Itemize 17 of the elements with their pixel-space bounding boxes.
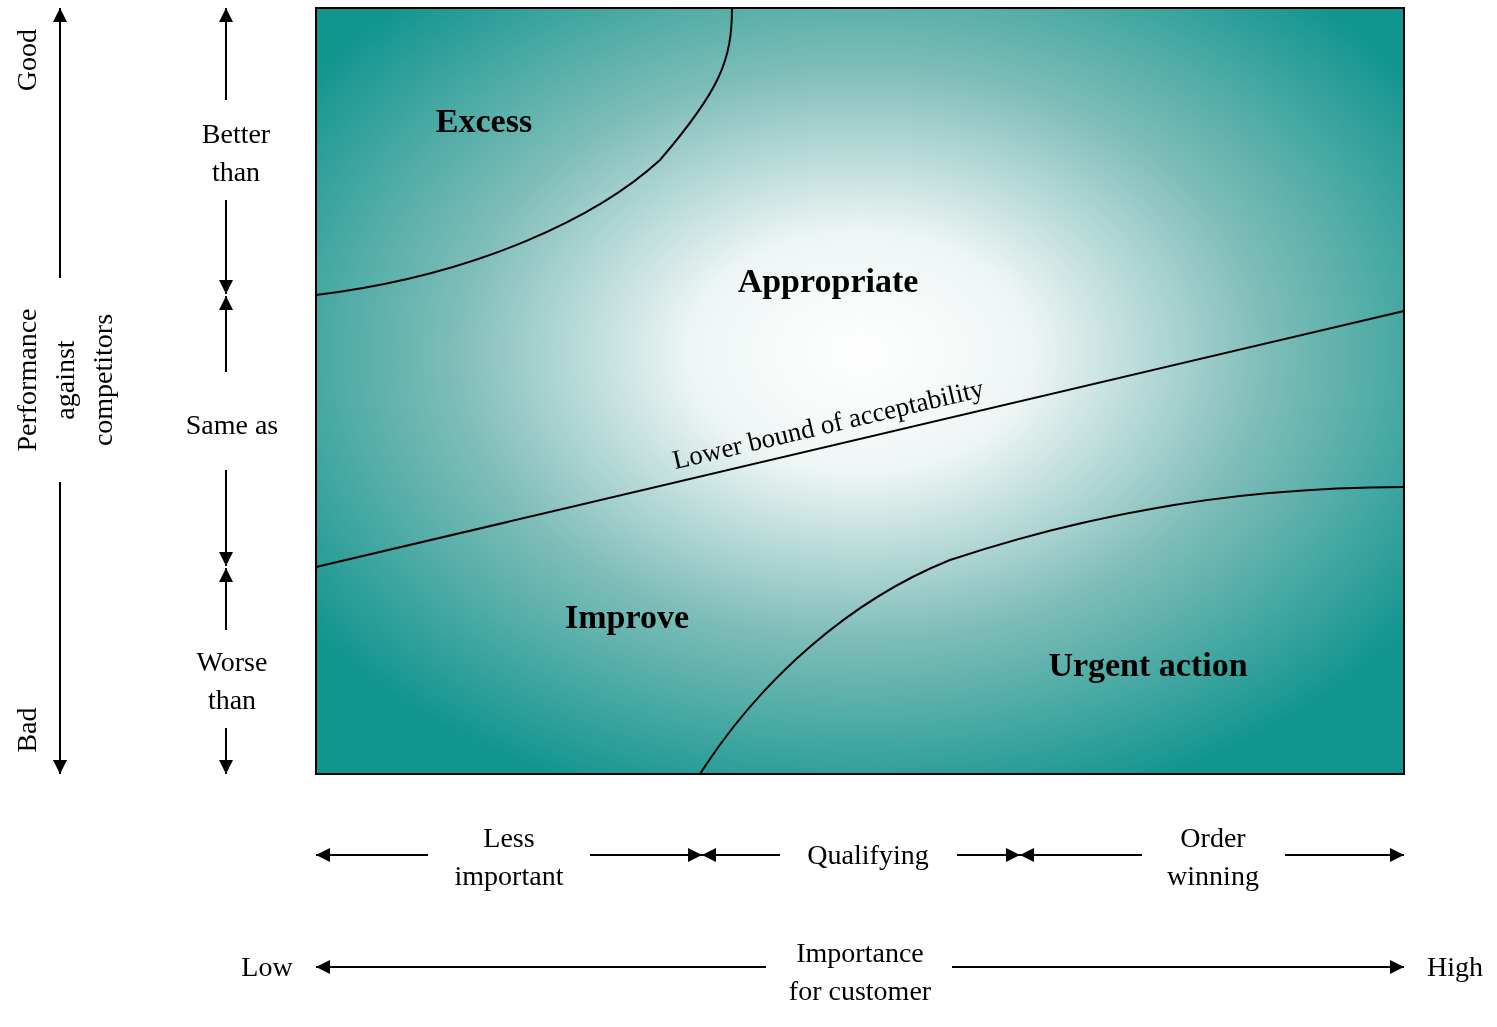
region-label: Improve — [564, 598, 690, 636]
axis-label: Importance for customer — [787, 936, 933, 1008]
axis-label: Less important — [453, 821, 565, 893]
axis-label: Good — [10, 27, 43, 94]
axis-label: Qualifying — [806, 838, 930, 872]
axis-label: Low — [240, 950, 294, 984]
region-label: Urgent action — [1047, 646, 1249, 684]
axis-label: Same as — [184, 408, 280, 442]
line-label: Lower bound of acceptability — [668, 371, 988, 478]
region-label: Excess — [434, 102, 534, 140]
region-label: Appropriate — [736, 262, 920, 300]
axis-label: Performance against competitors — [10, 307, 119, 454]
axis-label: Worse than — [195, 645, 269, 717]
axis-label: Bad — [10, 706, 43, 755]
axis-label: High — [1426, 950, 1484, 984]
axis-label: Order winning — [1166, 821, 1260, 893]
axis-label: Better than — [200, 117, 272, 189]
